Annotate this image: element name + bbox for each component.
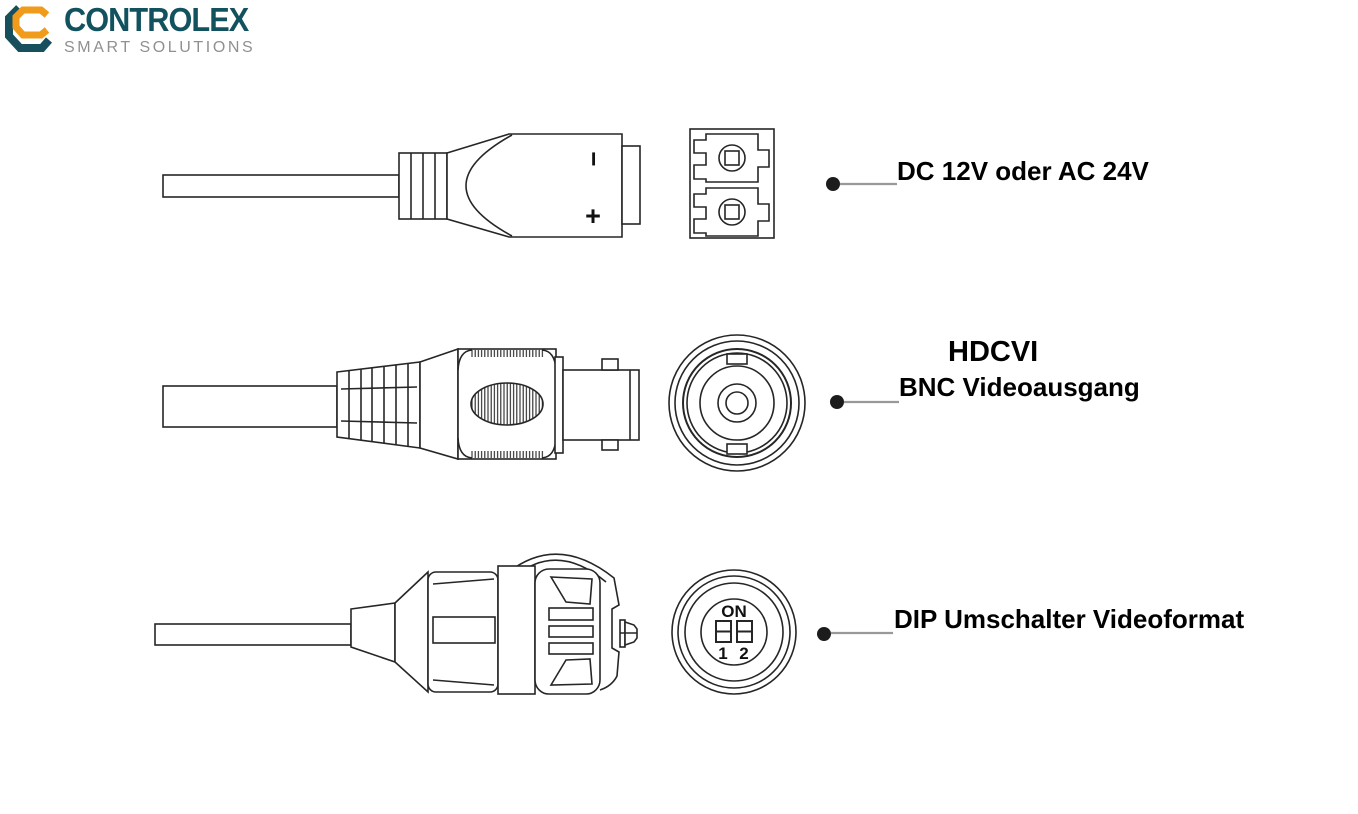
- terminal-screw-top: [718, 144, 746, 172]
- bnc-strain-relief: [336, 361, 421, 449]
- bayonet-pin-bottom: [601, 439, 619, 451]
- dip-on-label: ON: [721, 602, 747, 621]
- bnc-slot-top: [726, 353, 748, 365]
- dip-pin2-label: 2: [739, 644, 748, 663]
- controlex-logo-icon: [5, 5, 53, 52]
- power-connector-body: [446, 133, 641, 238]
- bnc-grip-oval: [470, 382, 544, 426]
- dip-pin1-label: 1: [718, 644, 727, 663]
- terminal-screw-bottom: [718, 198, 746, 226]
- logo-icon-orange-hexagon: [12, 6, 50, 39]
- power-leader-dot: [826, 177, 840, 191]
- dip-connector-body: [350, 553, 638, 695]
- dip-cable: [154, 623, 352, 646]
- bnc-front-view: [668, 334, 806, 472]
- power-label: DC 12V oder AC 24V: [897, 156, 1149, 186]
- power-terminal-block-front-view: [689, 128, 775, 239]
- power-cable: [162, 174, 400, 198]
- dip-switch-2: [736, 620, 753, 643]
- logo-text: CONTROLEX SMART SOLUTIONS: [64, 3, 262, 56]
- hdcvi-label: HDCVI: [948, 336, 1039, 368]
- bnc-slot-bottom: [726, 443, 748, 455]
- polarity-minus-label: −: [579, 151, 609, 166]
- logo-tagline-text: SMART SOLUTIONS: [64, 39, 256, 56]
- power-strain-relief: [398, 152, 448, 220]
- dip-handle-arch: [504, 553, 620, 691]
- logo-icon-teal-swoosh: [5, 5, 53, 52]
- video-leader: [830, 395, 899, 409]
- dip-leader: [817, 627, 893, 641]
- logo-brand-text: CONTROLEX: [64, 1, 249, 38]
- bnc-connector-body: [419, 347, 640, 461]
- dip-leader-dot: [817, 627, 831, 641]
- bnc-output-label: BNC Videoausgang: [899, 372, 1140, 402]
- video-leader-dot: [830, 395, 844, 409]
- power-leader: [826, 177, 897, 191]
- bayonet-pin-top: [601, 358, 619, 371]
- polarity-plus-label: +: [585, 201, 601, 231]
- dip-front-view: ON 1 2: [671, 569, 797, 695]
- controlex-logo: CONTROLEX SMART SOLUTIONS: [4, 3, 262, 56]
- dip-switch-1: [715, 620, 732, 643]
- dip-format-label: DIP Umschalter Videoformat: [894, 604, 1245, 634]
- bnc-cable: [162, 385, 338, 428]
- diagram-strokes: − +: [154, 128, 899, 695]
